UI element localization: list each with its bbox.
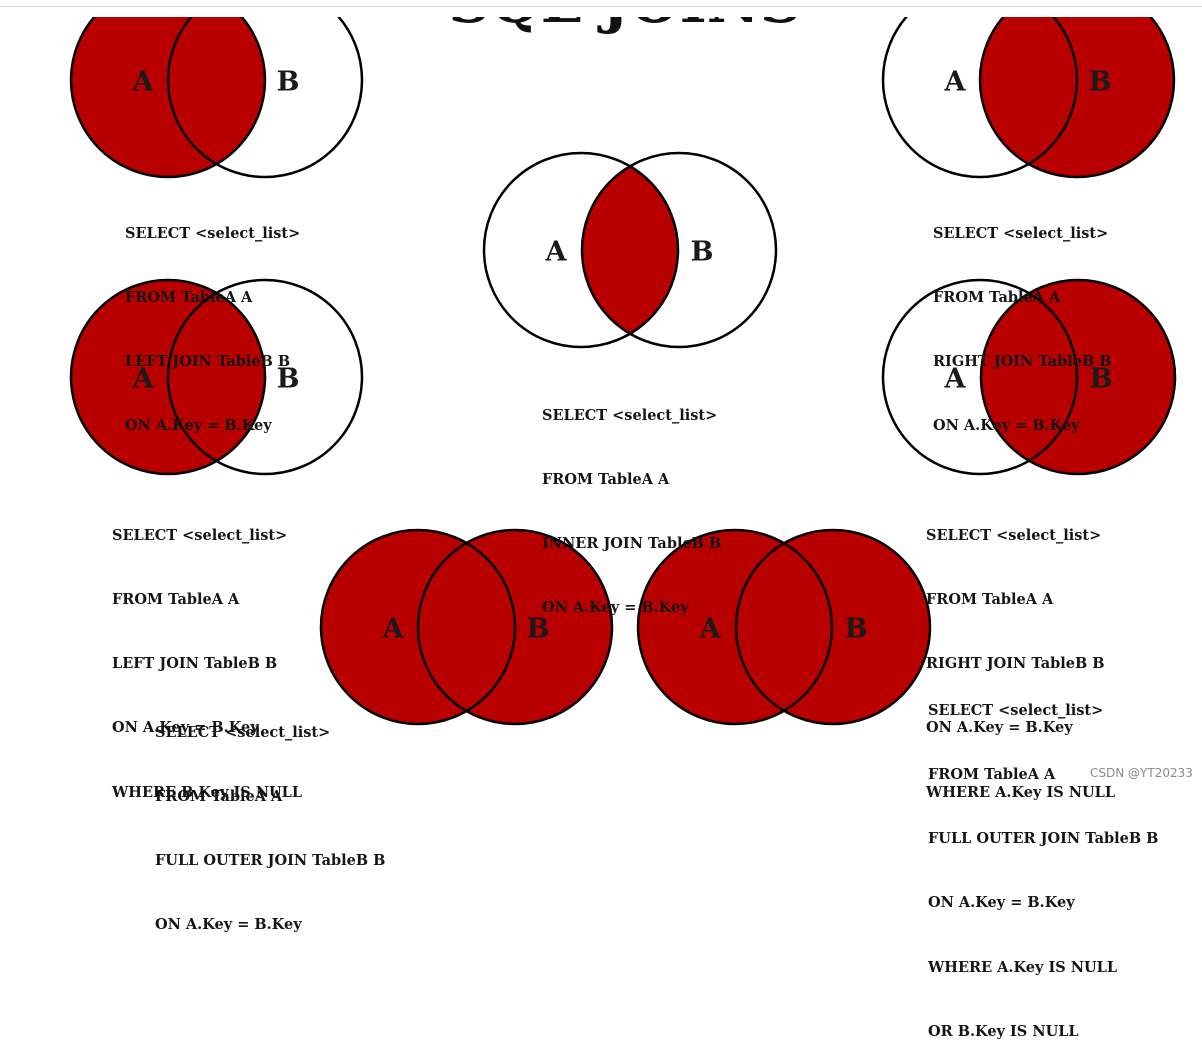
table-b-circle (979, 278, 1177, 476)
sql-line: FROM TableA A (926, 591, 1054, 609)
sql-line: RIGHT JOIN TableB B (926, 655, 1105, 673)
sql-line: SELECT <select_list> (926, 526, 1102, 544)
table-b-circle (734, 528, 932, 726)
table-a-circle (881, 17, 1079, 179)
label-b: B (277, 364, 300, 395)
sql-line: FROM TableA A (928, 766, 1056, 784)
top-divider-line (0, 6, 1202, 7)
table-b-circle (416, 528, 614, 726)
sql-line: ON A.Key = B.Key (155, 916, 302, 934)
label-a: A (382, 614, 405, 645)
sql-line: FROM TableA A (112, 591, 240, 609)
sql-line: RIGHT JOIN TableB B (933, 353, 1112, 371)
sql-inner-join: SELECT <select_list> FROM TableA A INNER… (542, 362, 721, 640)
sql-line: LEFT JOIN TableB B (125, 353, 291, 371)
sql-full-outer-join: SELECT <select_list> FROM TableA A FULL … (155, 679, 385, 957)
sql-line: OR B.Key IS NULL (928, 1022, 1079, 1040)
sql-right-join: SELECT <select_list> FROM TableA A RIGHT… (933, 180, 1112, 458)
sql-line: SELECT <select_list> (125, 224, 301, 242)
table-b-circle (580, 151, 778, 349)
table-a-circle (69, 17, 267, 179)
sql-line: SELECT <select_list> (933, 224, 1109, 242)
label-a: A (699, 614, 722, 645)
sql-line: LEFT JOIN TableB B (112, 655, 278, 673)
sql-line: ON A.Key = B.Key (125, 417, 272, 435)
table-b-circle (166, 278, 364, 476)
table-a-circle (636, 528, 834, 726)
label-b: B (845, 614, 868, 645)
sql-line: SELECT <select_list> (112, 526, 288, 544)
label-b: B (691, 237, 714, 268)
sql-line: FULL OUTER JOIN TableB B (928, 830, 1159, 848)
label-a: A (545, 237, 568, 268)
sql-line: FROM TableA A (933, 289, 1061, 307)
sql-full-outer-excluding-join: SELECT <select_list> FROM TableA A FULL … (928, 657, 1158, 1064)
shaded-region (980, 17, 1174, 177)
sql-line: ON A.Key = B.Key (542, 599, 689, 617)
sql-line: SELECT <select_list> (928, 701, 1104, 719)
diagram-title: SQL JOINS (448, 0, 801, 36)
sql-line: ON A.Key = B.Key (933, 417, 1080, 435)
label-b: B (1089, 67, 1112, 98)
sql-line: SELECT <select_list> (155, 723, 331, 741)
sql-line: ON A.Key = B.Key (928, 894, 1075, 912)
table-a-circle (881, 278, 1079, 476)
sql-line: ON A.Key = B.Key (112, 719, 259, 737)
sql-line: FROM TableA A (542, 471, 670, 489)
table-b-circle (978, 17, 1176, 179)
label-b: B (277, 67, 300, 98)
shaded-region (582, 166, 678, 334)
sql-line: SELECT <select_list> (542, 406, 718, 424)
label-a: A (944, 67, 967, 98)
label-a: A (132, 67, 155, 98)
label-b: B (1090, 364, 1113, 395)
label-a: A (132, 364, 155, 395)
table-a-circle (69, 278, 267, 476)
sql-right-excluding-join: SELECT <select_list> FROM TableA A RIGHT… (926, 482, 1115, 825)
sql-line: ON A.Key = B.Key (926, 719, 1073, 737)
table-a-circle (319, 528, 517, 726)
label-b: B (527, 614, 550, 645)
table-a-circle (482, 151, 680, 349)
sql-line: FROM TableA A (155, 788, 283, 806)
label-a: A (944, 364, 967, 395)
sql-line: FROM TableA A (125, 289, 253, 307)
watermark-text: CSDN @YT20233 (1090, 766, 1193, 780)
sql-left-join: SELECT <select_list> FROM TableA A LEFT … (125, 180, 300, 458)
sql-line: WHERE A.Key IS NULL (928, 958, 1118, 976)
table-b-circle (166, 17, 364, 179)
sql-line: FULL OUTER JOIN TableB B (155, 852, 386, 870)
sql-line: INNER JOIN TableB B (542, 535, 722, 553)
shaded-region (71, 17, 265, 177)
